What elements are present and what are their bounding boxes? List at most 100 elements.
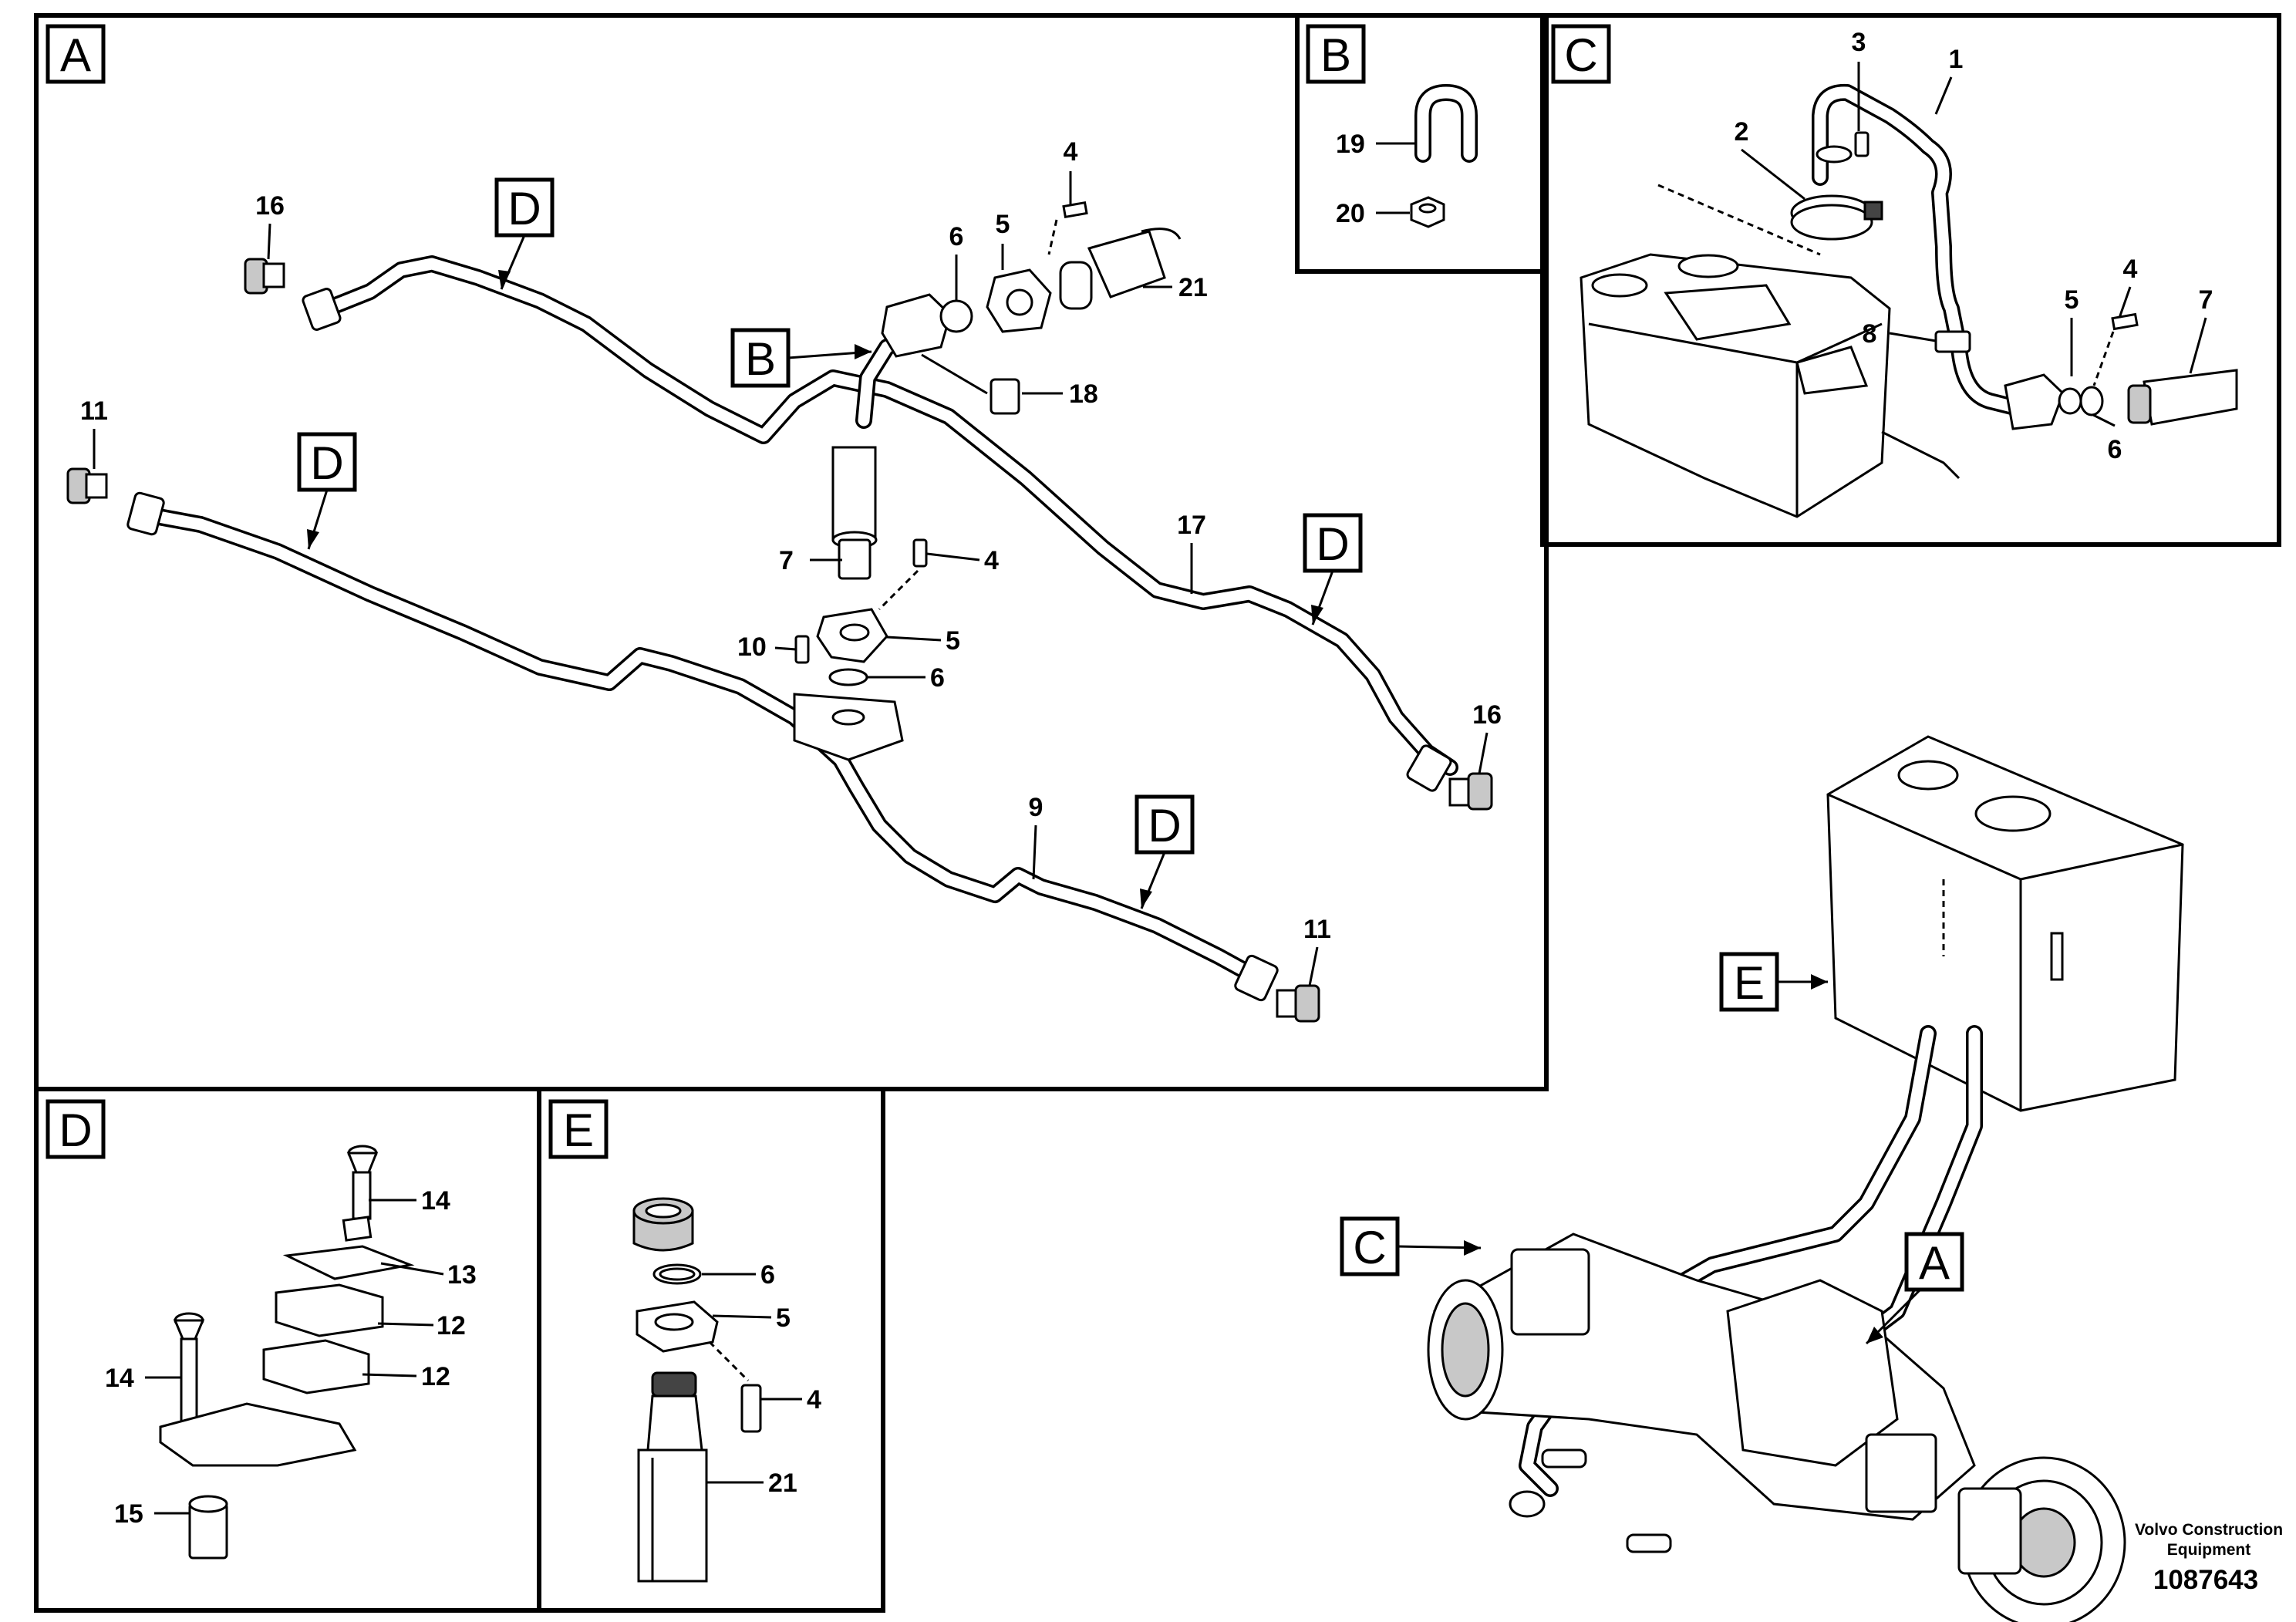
hose-end-7 [2127, 369, 2238, 426]
svg-text:E: E [1734, 957, 1765, 1009]
document-id: 1087643 [2153, 1565, 2258, 1595]
panel-d-tag: D [46, 1099, 106, 1159]
panel-b-tag: B [1306, 24, 1366, 84]
panel-c-leaders [1741, 62, 2207, 427]
callout-d-1: D [494, 177, 555, 290]
part-number-11: 11 [1303, 915, 1331, 944]
flange-group-middle [793, 446, 928, 761]
overview-small-parts [1509, 1448, 1672, 1553]
part-number-14: 14 [421, 1186, 450, 1216]
bolt-4-e [740, 1384, 762, 1433]
panel-c-frame [1540, 13, 2281, 547]
bracket-plate [159, 1402, 357, 1467]
part-number-7: 7 [2199, 285, 2213, 315]
clamp-half-12-lower [262, 1339, 370, 1394]
svg-text:D: D [59, 1104, 92, 1156]
svg-text:A: A [60, 29, 91, 81]
fitting-16-right [1406, 744, 1493, 811]
part-number-19: 19 [1336, 130, 1365, 159]
part-number-21: 21 [768, 1469, 797, 1498]
part-number-8: 8 [1863, 319, 1877, 349]
part-number-2: 2 [1735, 117, 1749, 147]
fitting-11-upper-left [66, 467, 165, 536]
svg-text:A: A [1919, 1237, 1950, 1289]
part-number-4: 4 [984, 546, 999, 575]
hose-21-e [637, 1371, 708, 1583]
callout-a: A [1865, 1232, 1964, 1345]
sensor-18 [921, 353, 1020, 415]
u-bolt-19 [1414, 84, 1478, 163]
part-number-1: 1 [1949, 45, 1964, 74]
part-number-4: 4 [2123, 255, 2138, 284]
svg-text:D: D [507, 183, 541, 234]
overview-axle [1427, 1233, 1976, 1521]
valve-3 [1816, 131, 1870, 164]
svg-text:C: C [1353, 1222, 1386, 1273]
svg-text:C: C [1564, 29, 1597, 81]
part-number-12: 12 [437, 1311, 466, 1340]
clamp-8 [1934, 330, 1971, 353]
overview-wheel-hub [1957, 1456, 2126, 1622]
panel-e-frame [537, 1087, 885, 1613]
part-number-11: 11 [80, 396, 108, 426]
part-number-13: 13 [447, 1260, 477, 1290]
flange-group-top [881, 201, 1182, 358]
fitting-16-upper-left [244, 258, 342, 331]
part-number-15: 15 [114, 1499, 143, 1529]
part-number-12: 12 [421, 1362, 450, 1391]
panel-a-leaders [93, 171, 1489, 986]
part-number-9: 9 [1029, 793, 1043, 822]
callout-d-4: D [1135, 794, 1195, 909]
part-number-4: 4 [1064, 137, 1078, 167]
part-number-10: 10 [737, 632, 767, 662]
upper-hydraulic-tube [315, 255, 1458, 776]
nut-20 [1410, 196, 1445, 228]
part-number-6: 6 [949, 222, 964, 251]
svg-text:E: E [563, 1104, 594, 1156]
part-number-5: 5 [996, 210, 1010, 239]
part-number-16: 16 [255, 191, 285, 221]
part-number-20: 20 [1336, 199, 1365, 228]
fitting-11-right [1234, 954, 1320, 1023]
panel-a-tag: A [46, 24, 106, 84]
callout-b: B [730, 328, 872, 388]
clamp-half-12-upper [275, 1283, 384, 1337]
hose-1 [1812, 83, 2029, 417]
panel-e-leaders [702, 1273, 802, 1484]
callout-d-3: D [1303, 513, 1363, 626]
svg-text:D: D [310, 437, 343, 489]
spacer-15 [188, 1495, 228, 1560]
panel-e-tag: E [548, 1099, 609, 1159]
credit-line-2: Equipment [2167, 1541, 2251, 1559]
part-number-5: 5 [2065, 285, 2079, 315]
flange-5-e [636, 1300, 750, 1382]
part-number-14: 14 [105, 1364, 134, 1393]
svg-text:B: B [745, 333, 776, 385]
part-number-7: 7 [779, 546, 794, 575]
bolt-14-lower [173, 1312, 205, 1433]
part-number-6: 6 [760, 1260, 775, 1290]
callout-e: E [1719, 952, 1828, 1012]
svg-text:B: B [1320, 29, 1351, 81]
lower-hydraulic-tube [142, 507, 1258, 982]
svg-text:D: D [1316, 518, 1349, 570]
part-number-5: 5 [776, 1303, 791, 1333]
part-number-18: 18 [1069, 379, 1098, 409]
svg-text:D: D [1148, 800, 1181, 851]
part-number-16: 16 [1472, 700, 1502, 730]
flange-group-c [2004, 312, 2139, 430]
cap-e [632, 1197, 694, 1252]
panel-c-tag: C [1551, 24, 1611, 84]
part-number-17: 17 [1177, 511, 1206, 540]
part-number-4: 4 [807, 1385, 821, 1415]
clamp-2 [1790, 194, 1883, 241]
credit-line-1: Volvo Construction [2135, 1521, 2283, 1539]
callout-d-2: D [297, 432, 357, 550]
part-number-5: 5 [946, 626, 960, 656]
part-number-21: 21 [1178, 273, 1208, 302]
o-ring-6-e [652, 1263, 702, 1285]
tank-drawing-c [1580, 184, 1961, 518]
overview-tank [1826, 735, 2184, 1112]
callout-c: C [1340, 1216, 1482, 1276]
